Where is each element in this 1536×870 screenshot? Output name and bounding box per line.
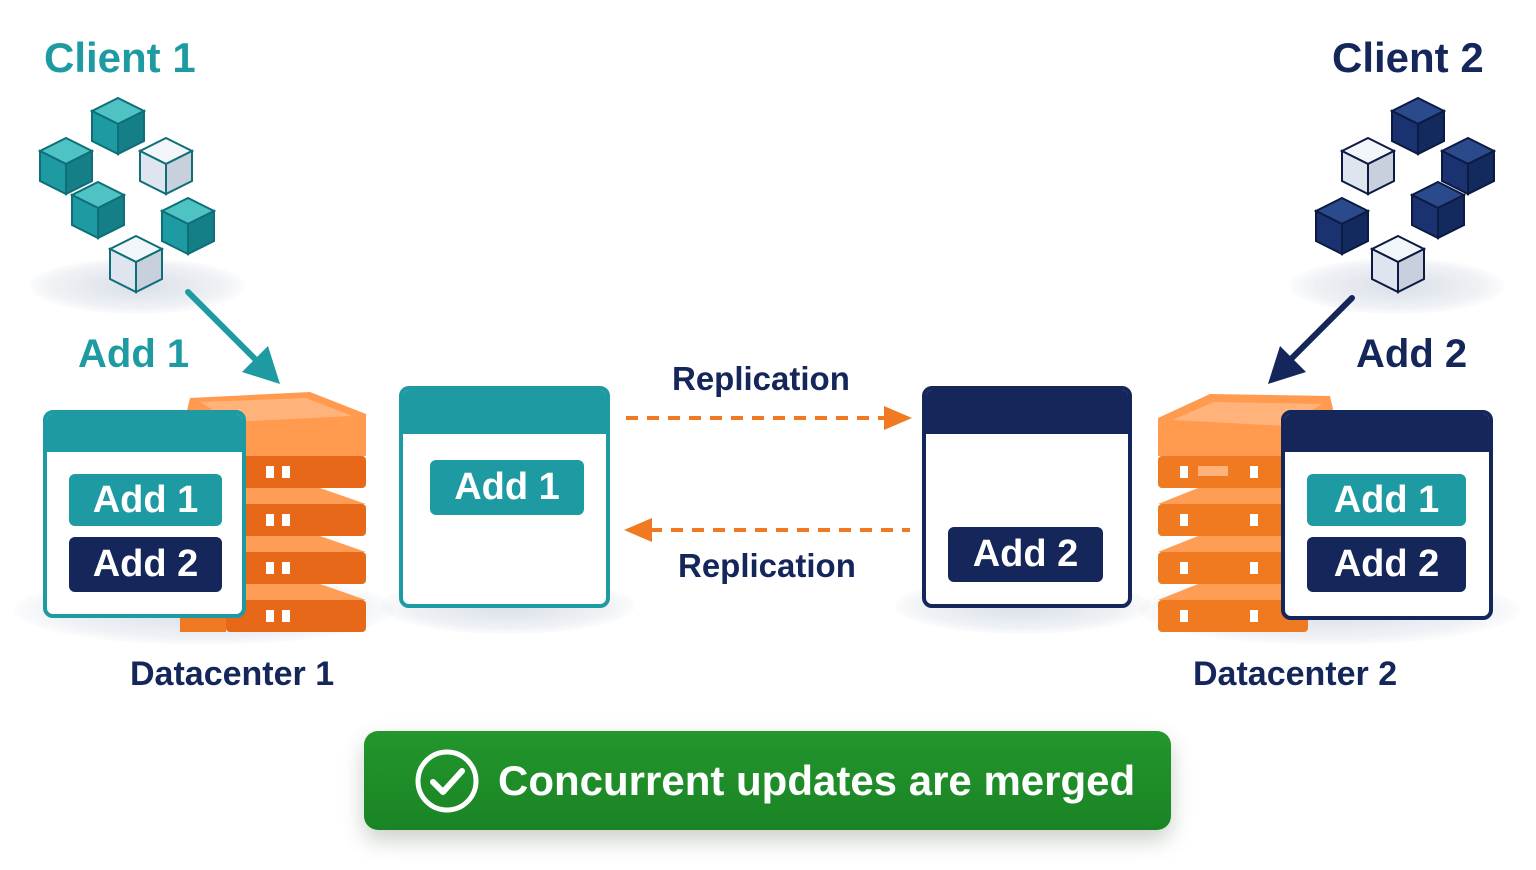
datacenter2-label: Datacenter 2 [1193, 655, 1398, 693]
datacenter1-item-add1: Add 1 [69, 474, 222, 526]
client2-title: Client 2 [1332, 34, 1484, 81]
merge-result-text: Concurrent updates are merged [498, 756, 1136, 804]
replica1-panel-header [403, 390, 606, 434]
client1-cluster-icon [39, 97, 215, 293]
client1-operation-label: Add 1 [78, 332, 190, 376]
replication-label-bottom: Replication [678, 547, 856, 584]
replication-arrow-left [624, 518, 910, 542]
datacenter1-label: Datacenter 1 [130, 655, 335, 693]
client2-cluster-icon [1315, 97, 1495, 293]
datacenter1-panel-header [47, 414, 242, 452]
replica2-panel-header [926, 390, 1128, 434]
replica1-item-add1: Add 1 [430, 460, 584, 515]
replication-arrow-right [626, 406, 912, 430]
replication-label-top: Replication [672, 360, 850, 397]
client2-write-arrow [1268, 295, 1355, 384]
datacenter1-item-add2: Add 2 [69, 537, 222, 592]
merge-result-banner: Concurrent updates are merged [364, 731, 1171, 830]
client2-operation-label: Add 2 [1356, 332, 1468, 376]
replica2-item-add2: Add 2 [948, 527, 1103, 582]
datacenter2-panel-header [1285, 414, 1489, 452]
check-circle-icon [415, 749, 479, 812]
datacenter2-item-add2: Add 2 [1307, 537, 1466, 592]
client1-title: Client 1 [44, 34, 196, 81]
client1-write-arrow [185, 289, 280, 384]
datacenter2-item-add1: Add 1 [1307, 474, 1466, 526]
